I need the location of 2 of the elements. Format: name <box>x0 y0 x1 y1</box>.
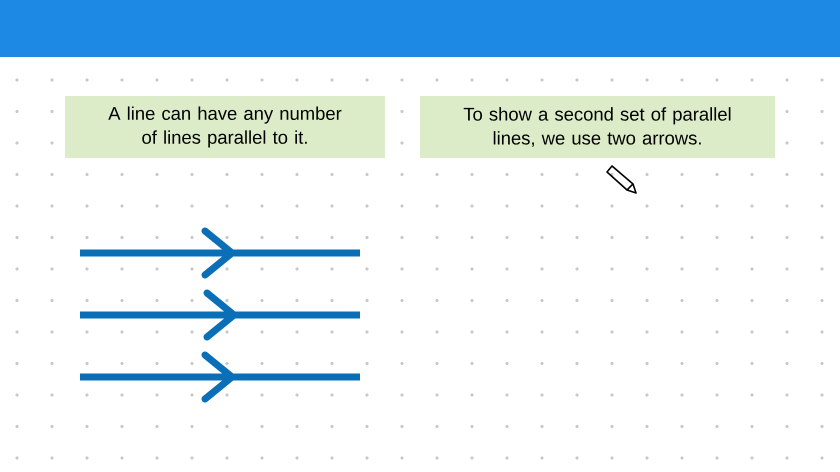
text-box: A line can have any number of lines parallel to it. <box>65 96 385 158</box>
text-box: To show a second set of parallel lines, we use two arrows. <box>420 96 775 158</box>
